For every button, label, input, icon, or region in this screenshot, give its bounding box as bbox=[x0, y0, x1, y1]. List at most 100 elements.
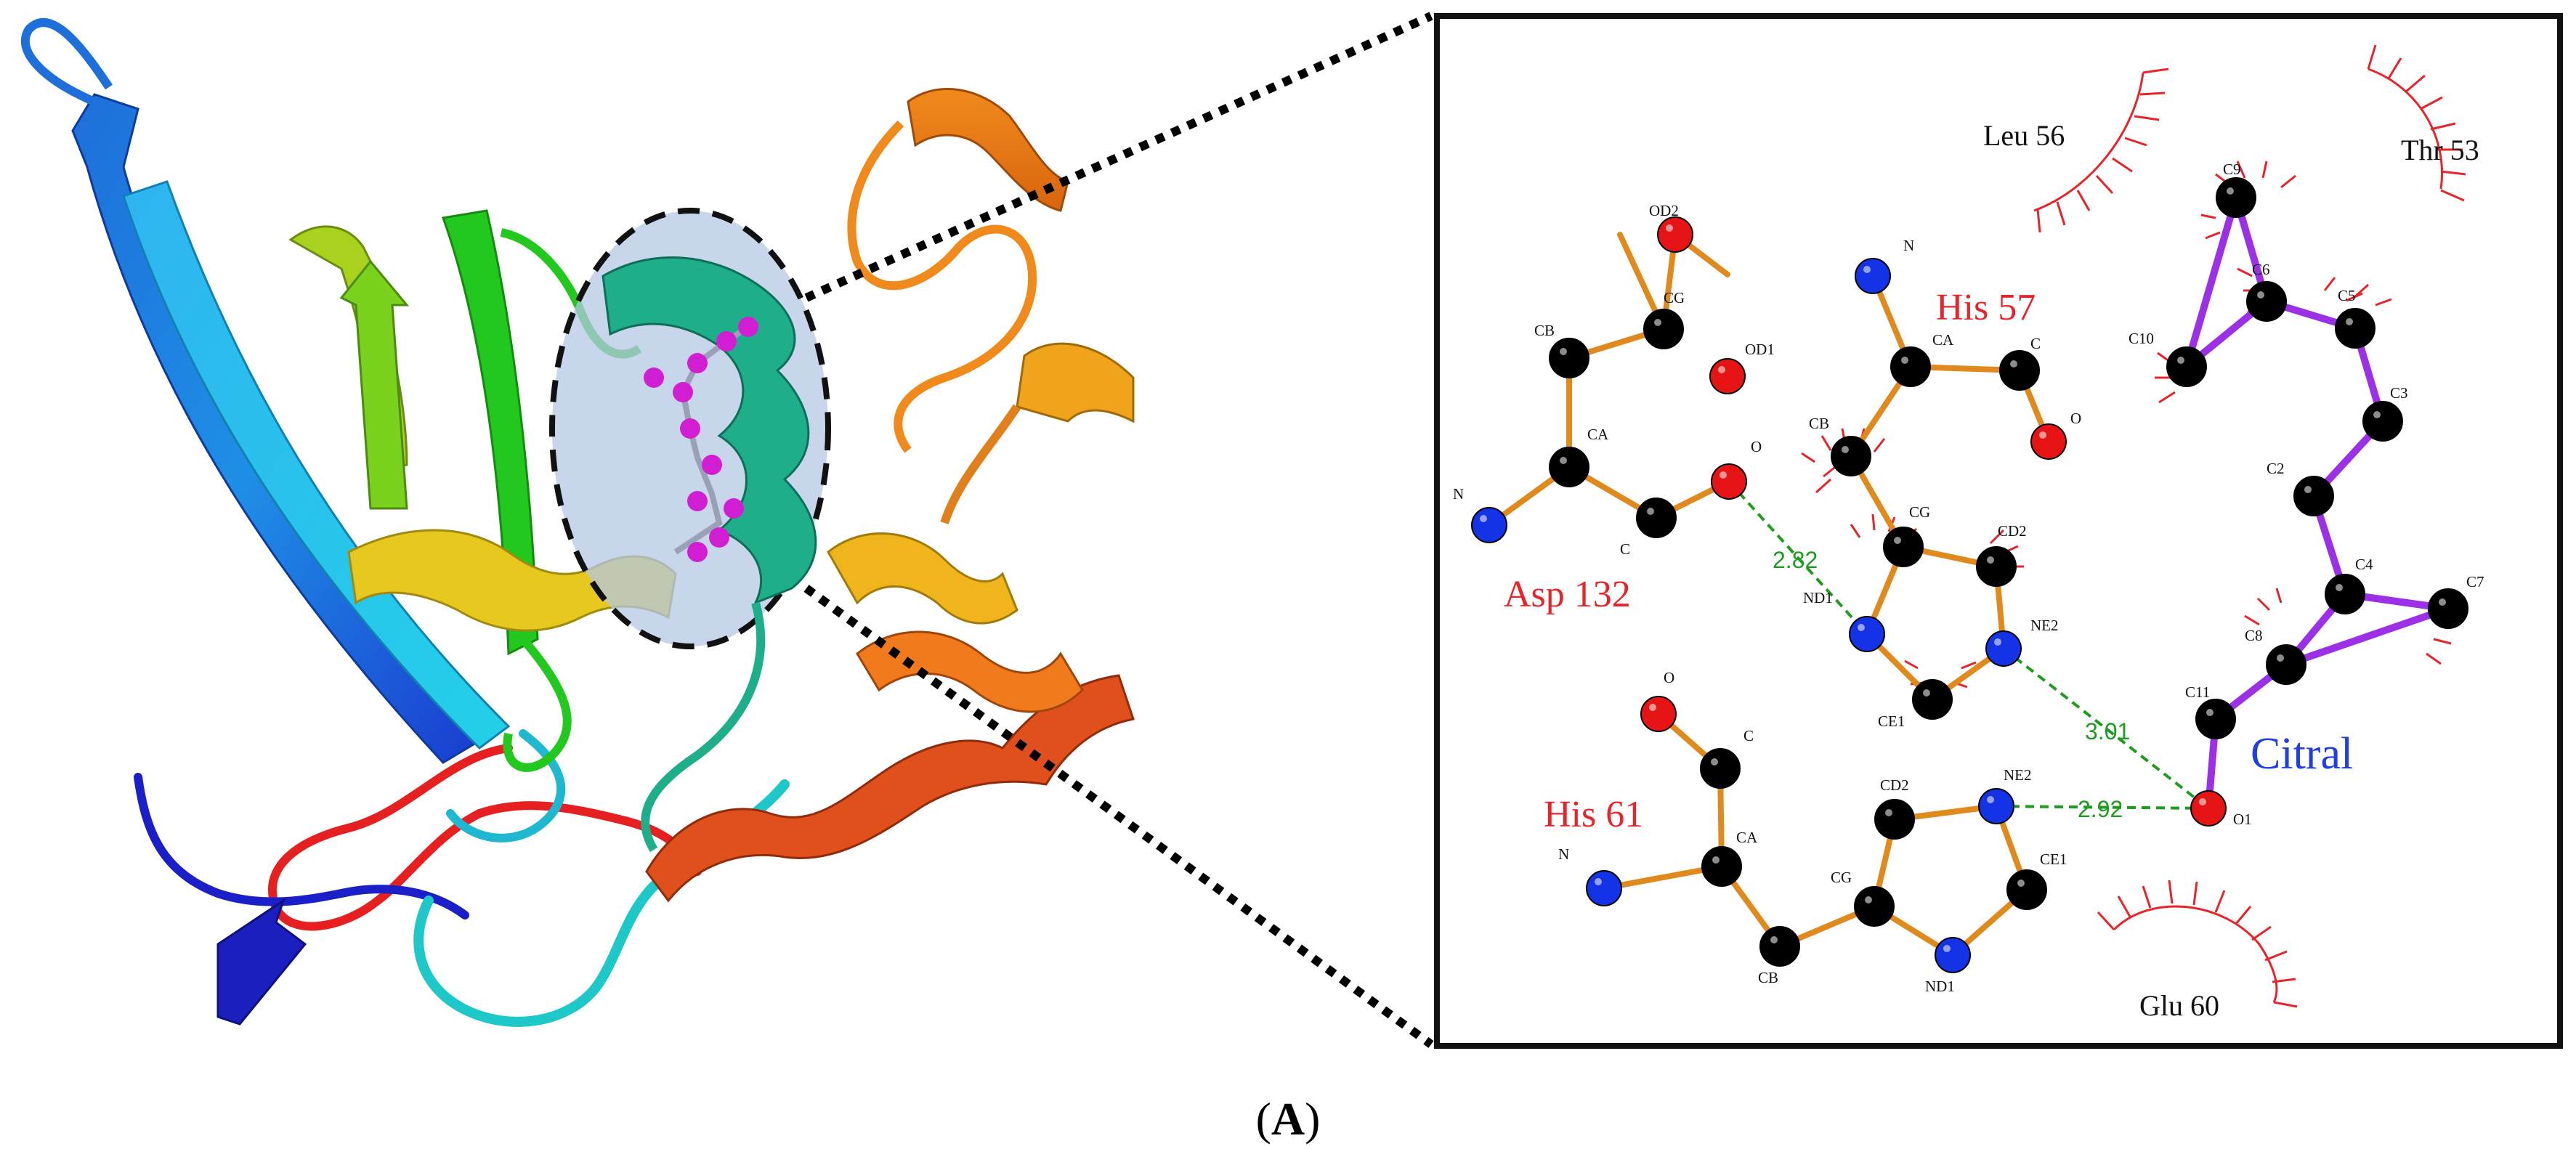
residue-label-leu56: Leu 56 bbox=[1983, 119, 2065, 152]
atom-highlight bbox=[1894, 537, 1901, 544]
atom-his61-cg bbox=[1854, 886, 1895, 927]
atom-label-ca: CA bbox=[1587, 426, 1609, 443]
atom-his57-cb bbox=[1831, 436, 1871, 476]
atom-label-n: N bbox=[1903, 237, 1914, 254]
atom-label-c8: C8 bbox=[2245, 627, 2263, 644]
residue-label-asp132: Asp 132 bbox=[1504, 574, 1631, 615]
zoom-connector-bottom bbox=[803, 585, 1434, 1048]
his57-atom-labels: N CA C O CB CG CD2 ND1 NE2 CE1 bbox=[1803, 237, 2081, 730]
atom-label-c2: C2 bbox=[2267, 460, 2285, 477]
atom-asp132-od1 bbox=[1709, 358, 1746, 394]
atom-his61-nd1 bbox=[1935, 937, 1971, 973]
atom-highlight bbox=[1943, 945, 1951, 952]
hydrophobic-leu56 bbox=[2033, 68, 2169, 233]
atom-citral-c2 bbox=[2293, 476, 2334, 516]
atom-highlight bbox=[1480, 515, 1487, 522]
atom-citral-o1 bbox=[2190, 790, 2227, 827]
atom-his57-c bbox=[1999, 350, 2040, 391]
atom-asp132-od2 bbox=[1657, 216, 1693, 253]
atom-his61-c bbox=[1700, 748, 1741, 789]
atom-label-c5: C5 bbox=[2338, 287, 2356, 304]
atom-his61-cb bbox=[1759, 926, 1800, 967]
atom-asp132-o bbox=[1711, 463, 1747, 500]
residue-label-his57: His 57 bbox=[1936, 287, 2036, 328]
atom-highlight bbox=[1654, 319, 1661, 326]
atom-label-c9: C9 bbox=[2223, 161, 2241, 178]
atom-label-ne2: NE2 bbox=[2030, 617, 2059, 634]
atom-highlight bbox=[1595, 878, 1602, 885]
atom-label-o: O bbox=[1664, 669, 1674, 686]
atom-his61-ca bbox=[1701, 846, 1742, 887]
atom-label-cg: CG bbox=[1831, 869, 1852, 886]
atom-asp132-n bbox=[1471, 507, 1507, 543]
strand-lightblue bbox=[122, 180, 511, 750]
residue-label-his61: His 61 bbox=[1544, 794, 1643, 835]
atom-label-c: C bbox=[1743, 727, 1754, 744]
atom-label-cb: CB bbox=[1758, 969, 1778, 986]
atom-label-c3: C3 bbox=[2390, 384, 2408, 402]
atom-label-o1: O1 bbox=[2233, 811, 2252, 828]
atom-highlight bbox=[1718, 366, 1725, 373]
hbond-distance-2: 3.01 bbox=[2085, 718, 2130, 744]
atom-highlight bbox=[1901, 357, 1908, 364]
atom-highlight bbox=[2177, 357, 2184, 364]
citral-atom-labels: C9 C6 C10 C5 C3 C2 C4 C7 C8 C11 O1 bbox=[2129, 161, 2484, 828]
atom-citral-c10 bbox=[2166, 346, 2207, 387]
atom-label-n: N bbox=[1453, 485, 1464, 503]
atom-citral-c6 bbox=[2246, 281, 2287, 322]
atom-label-od2: OD2 bbox=[1649, 202, 1679, 219]
loop-blue-tail bbox=[134, 773, 469, 919]
hydrophobic-thr53 bbox=[2367, 44, 2466, 202]
figure-caption: (A) bbox=[1256, 1093, 1321, 1145]
loop-orange-2 bbox=[940, 404, 1021, 524]
atom-label-ca: CA bbox=[1932, 331, 1954, 349]
residue-label-glu60: Glu 60 bbox=[2139, 989, 2219, 1022]
atom-label-n: N bbox=[1558, 845, 1569, 863]
atom-label-cd2: CD2 bbox=[1998, 522, 2027, 540]
helix-red-bottom bbox=[645, 674, 1135, 903]
residue-label-thr53: Thr 53 bbox=[2401, 134, 2479, 166]
atom-highlight bbox=[2017, 880, 2025, 887]
atom-highlight bbox=[1858, 624, 1865, 631]
atom-highlight bbox=[1649, 704, 1656, 711]
atom-his57-nd1 bbox=[1849, 616, 1885, 652]
helix-yelloworange bbox=[827, 532, 1018, 625]
hbond-distance-1: 2.82 bbox=[1773, 547, 1818, 573]
atom-label-ne2: NE2 bbox=[2004, 766, 2032, 784]
atom-his57-cg bbox=[1883, 527, 1924, 567]
hbond-distance-3: 2.92 bbox=[2078, 796, 2123, 822]
atom-highlight bbox=[2227, 187, 2234, 195]
atom-his61-n bbox=[1586, 870, 1622, 906]
atom-highlight bbox=[2346, 318, 2353, 325]
atom-highlight bbox=[2304, 486, 2312, 493]
atom-highlight bbox=[1885, 809, 1892, 816]
zoom-connector-top bbox=[804, 12, 1433, 302]
atom-highlight bbox=[1711, 758, 1718, 766]
helix-orange-mid bbox=[856, 630, 1084, 713]
atom-highlight bbox=[2257, 291, 2264, 299]
atom-highlight bbox=[1987, 556, 1994, 564]
atom-label-cg: CG bbox=[1664, 289, 1685, 306]
ligand-ball-stick-left bbox=[644, 317, 758, 562]
strand-green bbox=[441, 209, 539, 656]
atom-highlight bbox=[1994, 638, 2001, 646]
protein-ribbon-structure bbox=[20, 18, 1135, 1027]
atom-label-nd1: ND1 bbox=[1925, 978, 1955, 995]
helix-orange-top bbox=[907, 88, 1069, 212]
his61-atom-labels: O C N CA CB CG CD2 NE2 CE1 ND1 bbox=[1558, 669, 2067, 995]
atom-highlight bbox=[2010, 360, 2017, 368]
hydrogen-bonds bbox=[1728, 480, 2210, 810]
atom-highlight bbox=[1770, 936, 1778, 943]
atom-citral-c8 bbox=[2266, 644, 2306, 685]
loop-blue-top bbox=[20, 18, 113, 106]
hydrophobic-glu60 bbox=[2097, 880, 2298, 1008]
atom-highlight bbox=[2373, 411, 2381, 418]
ligand-label-citral: Citral bbox=[2251, 729, 2353, 779]
atom-label-od1: OD1 bbox=[1745, 341, 1775, 358]
atom-label-nd1: ND1 bbox=[1803, 589, 1833, 606]
atom-label-c10: C10 bbox=[2129, 330, 2154, 347]
atom-asp132-ca bbox=[1549, 447, 1589, 487]
atom-citral-c9 bbox=[2216, 177, 2256, 218]
atom-highlight bbox=[1647, 508, 1654, 515]
